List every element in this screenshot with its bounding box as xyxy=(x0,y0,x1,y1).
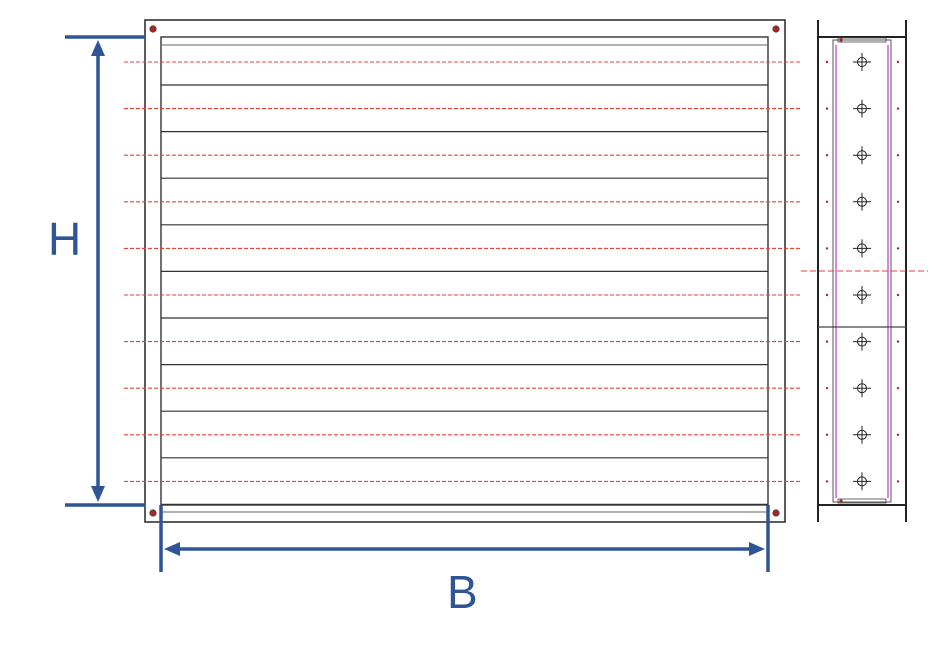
width-arrow-left xyxy=(164,542,180,556)
fitting-dot-right xyxy=(896,154,900,157)
fitting-dot-right xyxy=(896,433,900,436)
fitting-dot-right xyxy=(896,387,900,390)
fitting-dot-left xyxy=(825,247,829,250)
fitting-dot-right xyxy=(896,200,900,203)
tube-fittings xyxy=(825,53,900,491)
tube-fitting xyxy=(825,239,900,258)
fitting-dot-right xyxy=(896,480,900,483)
tube-fitting xyxy=(825,99,900,118)
width-dimension: B xyxy=(159,505,770,618)
fitting-dot-right xyxy=(896,247,900,250)
tube-fitting xyxy=(825,379,900,398)
corner-bolts xyxy=(149,25,780,517)
fitting-dot-right xyxy=(896,107,900,110)
tube-fitting xyxy=(825,425,900,444)
fitting-dot-right xyxy=(896,60,900,64)
side-bolt-top xyxy=(839,38,843,42)
width-arrow-right xyxy=(749,542,765,556)
tube-fitting xyxy=(825,192,900,211)
fitting-dot-left xyxy=(825,340,829,343)
width-label: B xyxy=(447,566,478,618)
fitting-dot-left xyxy=(825,60,829,64)
bolt-top-right xyxy=(772,25,780,33)
front-view xyxy=(124,19,800,523)
bolt-bottom-right xyxy=(772,509,780,517)
fitting-dot-left xyxy=(825,387,829,390)
tube-fitting xyxy=(825,146,900,165)
bolt-bottom-left xyxy=(149,509,157,517)
tube-centerlines xyxy=(124,61,800,482)
bolt-top-left xyxy=(149,25,157,33)
fitting-dot-right xyxy=(896,293,900,297)
height-dimension: H xyxy=(48,35,145,507)
tube-fitting xyxy=(825,53,900,71)
tube-fitting xyxy=(825,332,900,351)
fitting-dot-left xyxy=(825,433,829,436)
tube-fitting xyxy=(825,472,900,491)
fitting-dot-left xyxy=(825,293,829,297)
side-bolt-bottom xyxy=(839,499,843,503)
fitting-dot-left xyxy=(825,154,829,157)
height-arrow-bottom xyxy=(91,486,105,502)
side-top-clamp xyxy=(837,37,887,43)
fitting-dot-left xyxy=(825,480,829,483)
side-view xyxy=(801,20,928,522)
fitting-dot-right xyxy=(896,340,900,343)
height-label: H xyxy=(48,213,81,265)
tube-fitting xyxy=(825,286,900,304)
fitting-dot-left xyxy=(825,107,829,110)
fitting-dot-left xyxy=(825,200,829,203)
slat-lines xyxy=(161,84,768,505)
side-bottom-clamp xyxy=(837,498,887,504)
height-arrow-top xyxy=(91,40,105,56)
